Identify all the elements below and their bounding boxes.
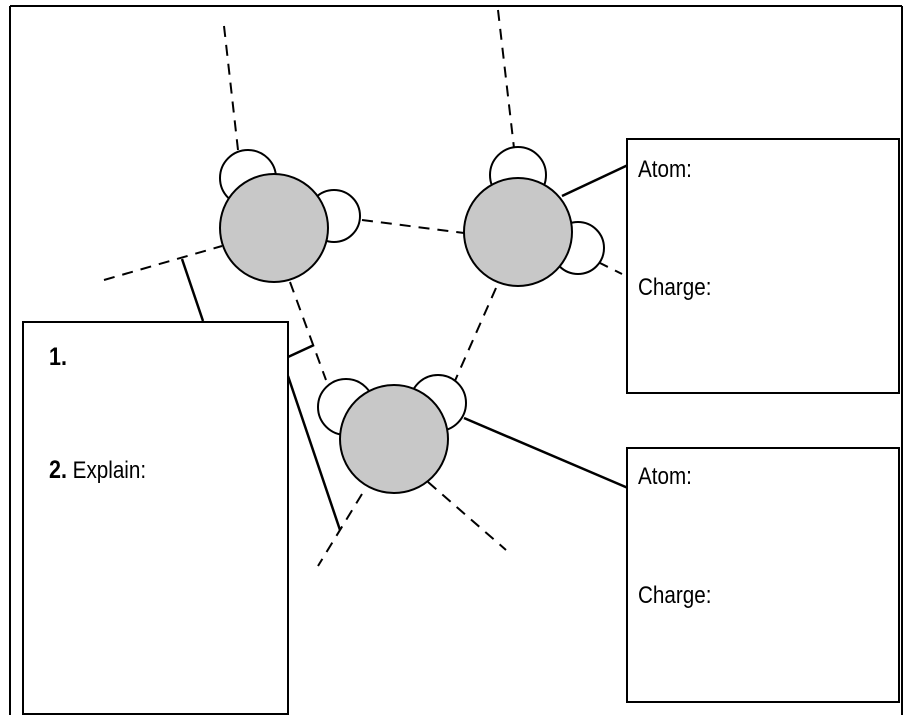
water-molecule-right xyxy=(463,146,605,287)
hydrogen-bond-top-left-up xyxy=(223,25,239,151)
atom-charge-box-bottom: Atom: Charge: xyxy=(626,447,900,703)
hydrogen-bond-right-to-bottom-molecule xyxy=(453,287,497,384)
pointer-left-box-lower xyxy=(286,375,342,531)
oxygen-atom xyxy=(339,384,449,494)
worksheet-frame xyxy=(9,5,903,715)
atom-label: Atom: xyxy=(638,156,692,183)
water-molecule-bottom xyxy=(317,374,467,494)
item-1-number: 1. xyxy=(49,343,67,371)
hydrogen-bond-right-outer xyxy=(597,261,623,275)
item-2-explain-text: Explain: xyxy=(72,457,147,484)
pointer-left-box-upper xyxy=(180,258,205,322)
explanation-box: 1. 2. Explain: xyxy=(22,321,289,715)
hydrogen-bond-top-right-up xyxy=(497,9,515,149)
hydrogen-bond-left-to-right-molecule xyxy=(361,219,465,234)
water-molecule-left xyxy=(219,149,361,283)
atom-label: Atom: xyxy=(638,463,692,490)
charge-label: Charge: xyxy=(638,274,712,301)
hydrogen-bonds xyxy=(103,9,623,567)
pointer-left-box-middle xyxy=(287,343,315,359)
oxygen-atom xyxy=(219,173,329,283)
charge-label: Charge: xyxy=(638,582,712,609)
atom-charge-box-top: Atom: Charge: xyxy=(626,138,900,394)
hydrogen-bond-left-outer xyxy=(103,245,223,281)
pointer-top-right-box xyxy=(561,163,629,198)
hydrogen-bond-bottom-lower-right xyxy=(427,481,507,551)
hydrogen-bond-left-to-bottom-molecule xyxy=(289,281,327,381)
item-2-label: 2. Explain: xyxy=(49,456,146,485)
oxygen-atom xyxy=(463,177,573,287)
item-2-number: 2. xyxy=(49,456,67,484)
pointer-bottom-right-box xyxy=(463,416,629,490)
pointer-lines xyxy=(180,163,629,531)
